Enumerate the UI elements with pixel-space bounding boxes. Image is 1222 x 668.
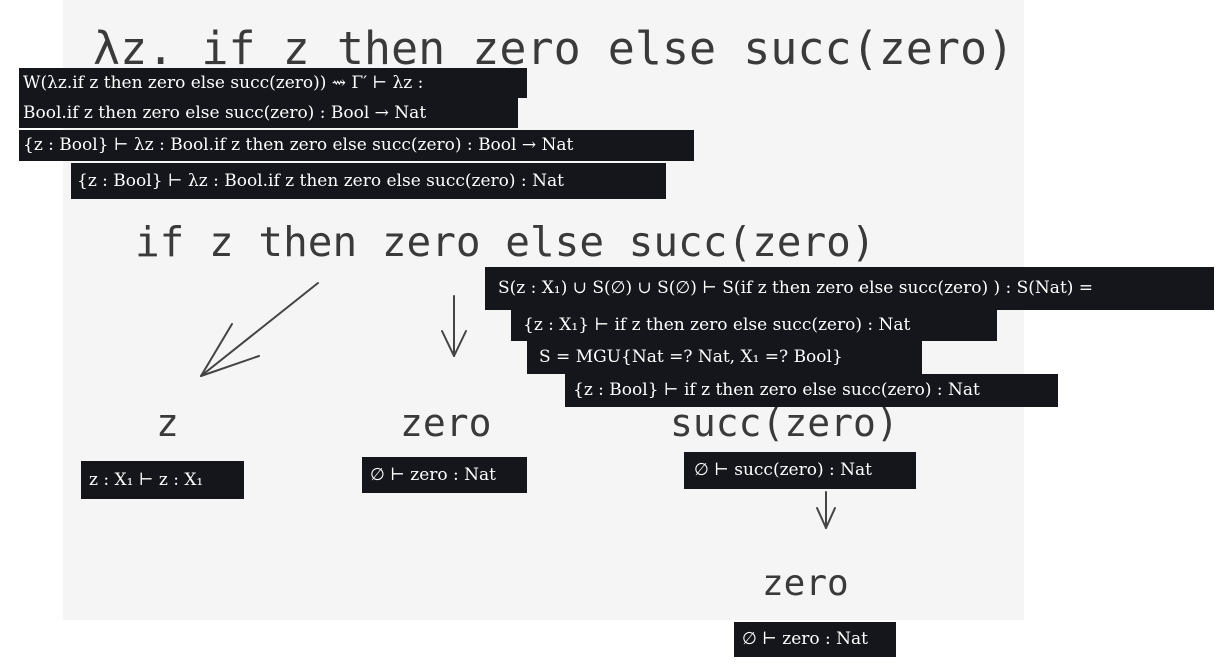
judgment-z: z : X₁ ⊢ z : X₁ [81, 461, 244, 499]
judgment-w-line-1: W(λz.if z then zero else succ(zero)) ⇝ Γ… [19, 68, 527, 98]
node-succ-zero: succ(zero) [670, 401, 899, 445]
node-zero: zero [400, 401, 492, 445]
judgment-if-line-1: S(z : X₁) ∪ S(∅) ∪ S(∅) ⊢ S(if z then ze… [485, 267, 1214, 310]
node-zero-leaf: zero [762, 563, 849, 604]
judgment-w-line-4: {z : Bool} ⊢ λz : Bool.if z then zero el… [71, 163, 666, 199]
judgment-zero-leaf: ∅ ⊢ zero : Nat [734, 622, 896, 657]
judgment-if-line-2: {z : X₁} ⊢ if z then zero else succ(zero… [511, 309, 997, 341]
judgment-w-line-2: Bool.if z then zero else succ(zero) : Bo… [19, 98, 518, 128]
arrow-to-zero [441, 295, 467, 357]
node-if-expression: if z then zero else succ(zero) [135, 218, 876, 266]
judgment-if-line-4: {z : Bool} ⊢ if z then zero else succ(ze… [565, 374, 1058, 407]
arrow-to-zero-leaf [816, 491, 836, 529]
judgment-if-line-3: S = MGU{Nat =? Nat, X₁ =? Bool} [527, 341, 922, 374]
judgment-zero: ∅ ⊢ zero : Nat [362, 457, 527, 493]
judgment-w-line-3: {z : Bool} ⊢ λz : Bool.if z then zero el… [19, 130, 694, 161]
judgment-succ: ∅ ⊢ succ(zero) : Nat [684, 452, 916, 489]
node-variable-z: z [156, 401, 179, 445]
node-lambda-abstraction: λz. if z then zero else succ(zero) [93, 22, 1015, 75]
arrow-to-z [200, 282, 319, 377]
